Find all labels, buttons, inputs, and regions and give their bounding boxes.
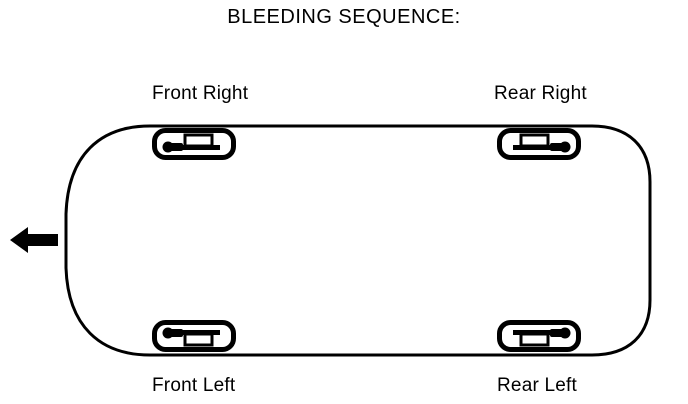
bleeder-rear-right-icon [497,128,581,160]
bleeder-front-right-icon [152,128,236,160]
forward-direction-arrow-icon [10,227,58,253]
label-rear-left: Rear Left [497,375,577,396]
label-front-right: Front Right [152,83,249,104]
bleeder-front-left-icon [152,320,236,352]
page-title: BLEEDING SEQUENCE: [227,6,461,28]
label-rear-right: Rear Right [494,83,587,104]
bleeder-rear-left-icon [497,320,581,352]
label-front-left: Front Left [152,375,236,396]
